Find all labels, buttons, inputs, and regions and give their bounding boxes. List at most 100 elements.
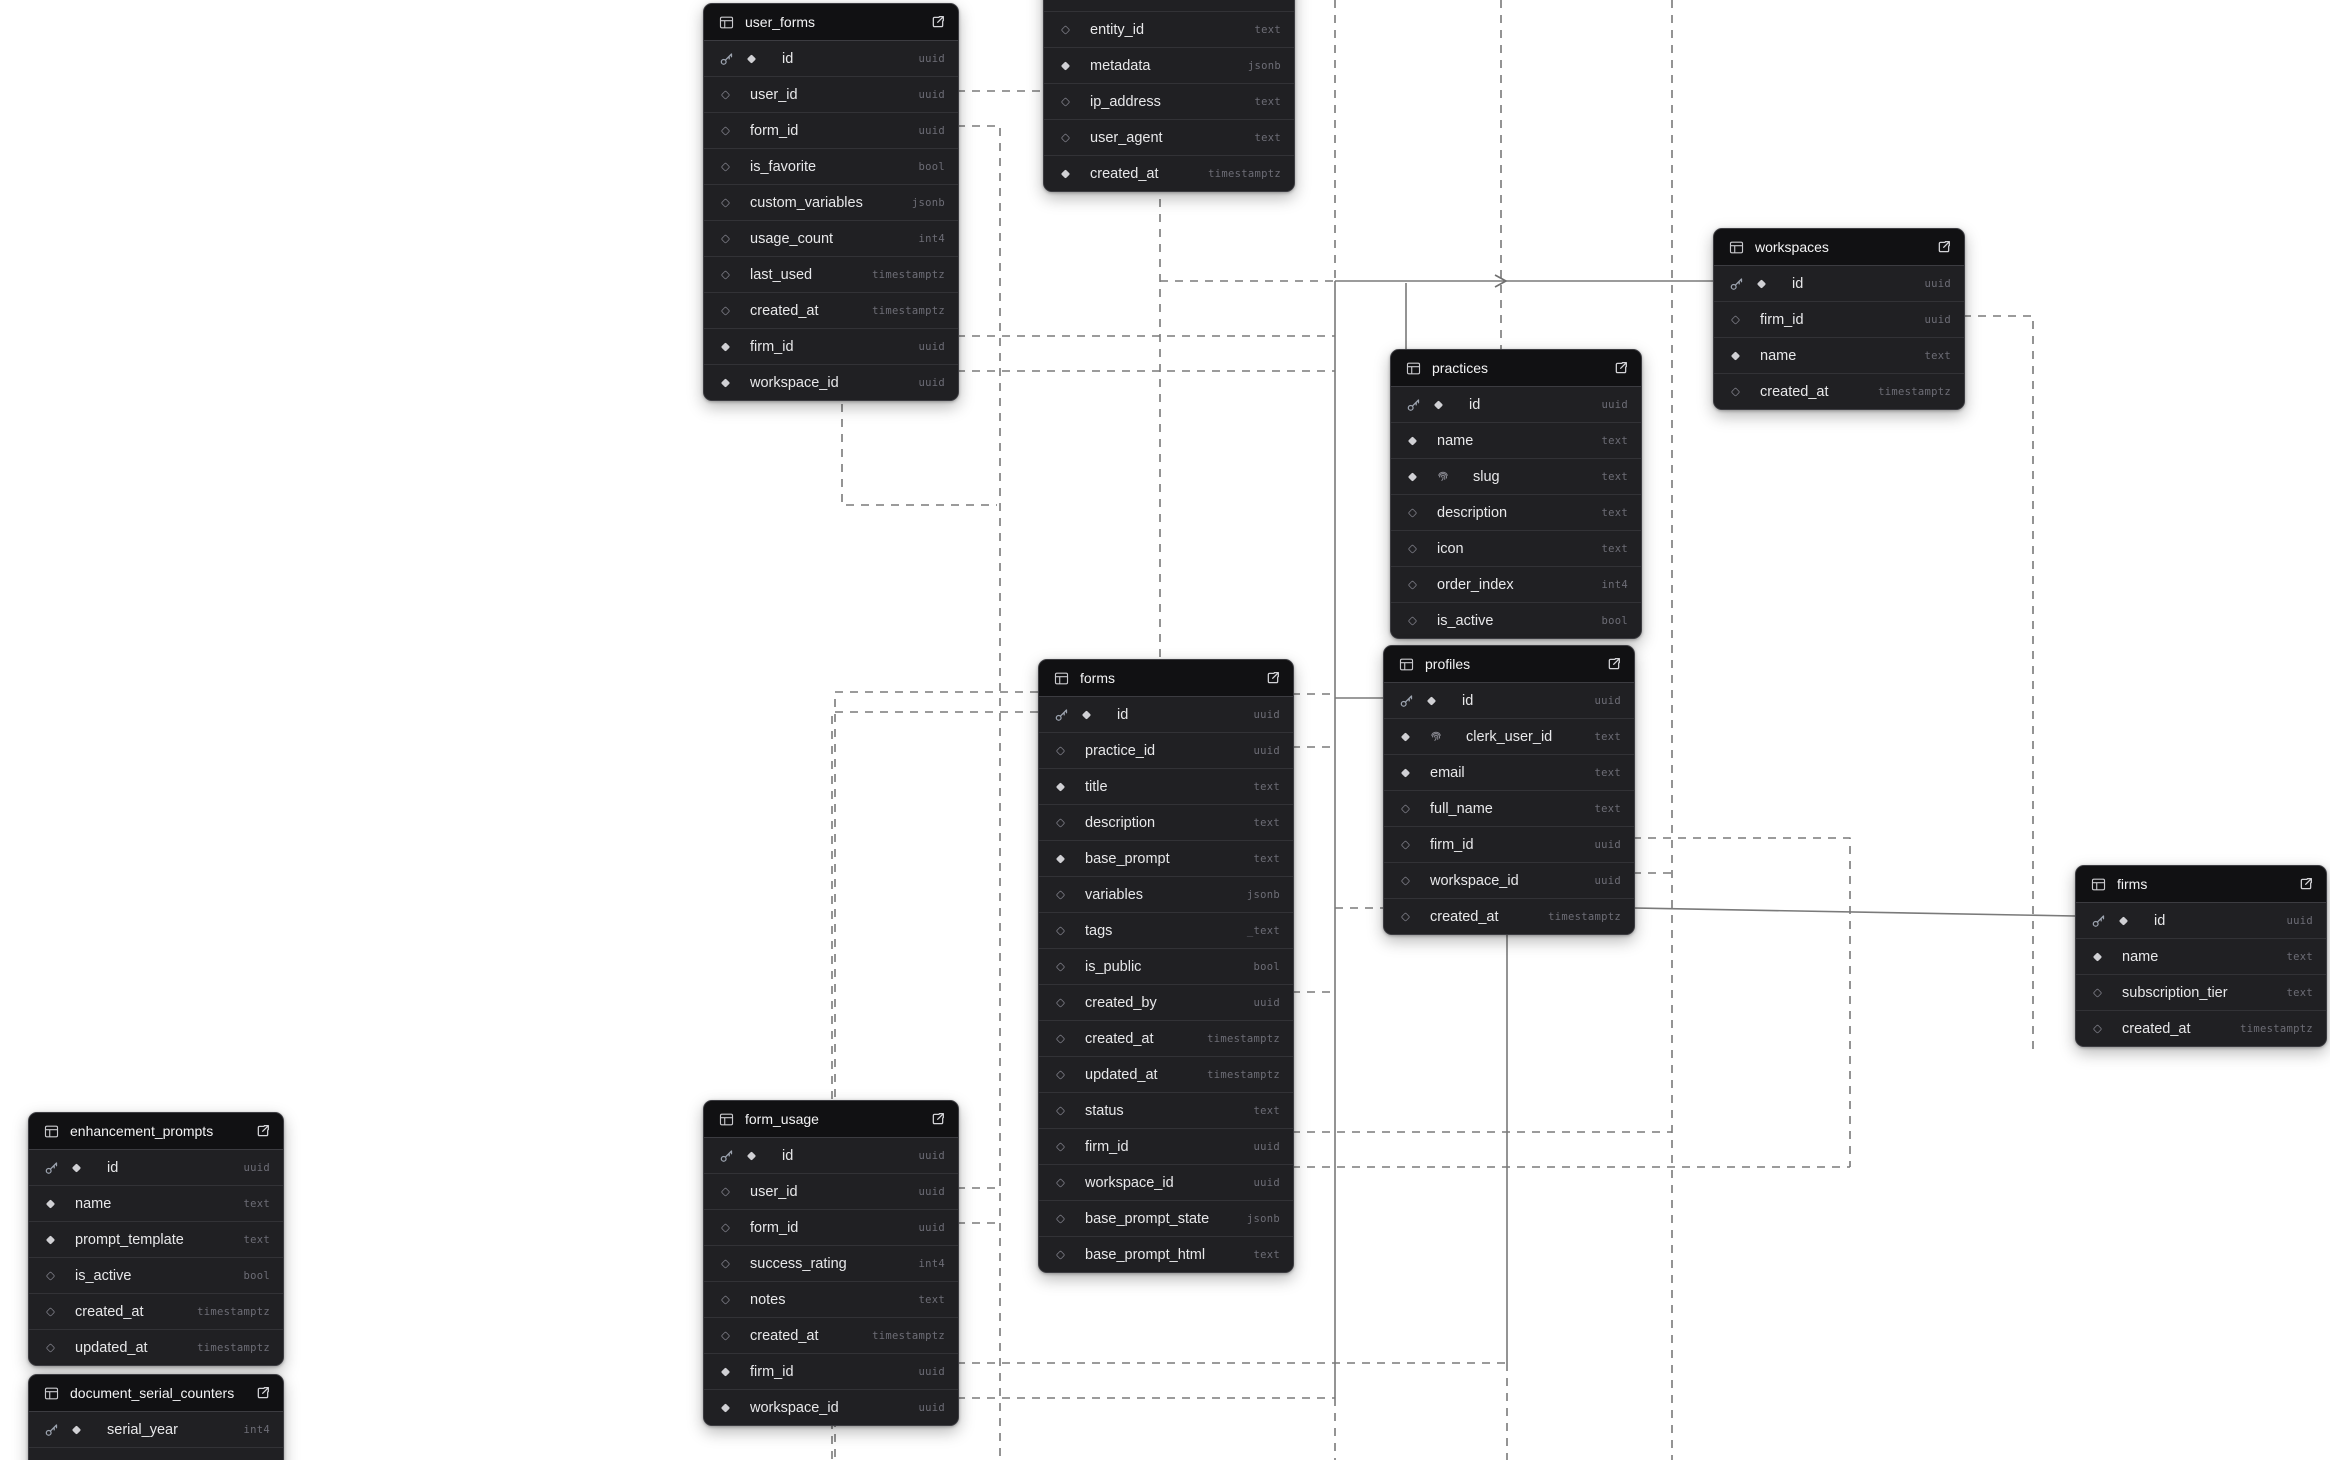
table-header[interactable]: form_usage [704, 1101, 958, 1138]
field-type: text [1594, 802, 1621, 815]
external-link-icon[interactable] [255, 1123, 271, 1139]
external-link-icon[interactable] [1265, 670, 1281, 686]
field-type: jsonb [1246, 888, 1280, 901]
field-type: jsonb [1247, 59, 1281, 72]
field-name: firm_id [1760, 311, 1804, 328]
primary-key-icon [1729, 276, 1744, 291]
field-type: uuid [1253, 744, 1280, 757]
field-name: updated_at [1085, 1066, 1158, 1083]
field-name: base_prompt_state [1085, 1210, 1210, 1227]
field-type: timestamptz [1548, 910, 1621, 923]
table-header[interactable]: document_serial_counters [29, 1375, 283, 1412]
field-name: firm_id [750, 1363, 794, 1380]
table-header[interactable]: practices [1391, 350, 1641, 387]
field-name: created_at [1085, 1030, 1154, 1047]
external-link-icon[interactable] [1936, 239, 1952, 255]
field-type: uuid [243, 1161, 270, 1174]
field-type: jsonb [1246, 1212, 1280, 1225]
field-type: int4 [918, 232, 945, 245]
table-header[interactable]: firms [2076, 866, 2326, 903]
nullable-icon [1054, 924, 1067, 937]
dashed-relationship-line [957, 125, 1001, 1460]
field-type: text [1253, 852, 1280, 865]
external-link-icon[interactable] [2298, 876, 2314, 892]
table-header[interactable]: enhancement_prompts [29, 1113, 283, 1150]
field-name: id [1117, 706, 1129, 723]
external-link-icon[interactable] [930, 14, 946, 30]
nullable-icon [1399, 874, 1412, 887]
table-header[interactable]: user_forms [704, 4, 958, 41]
field-type: int4 [243, 1423, 270, 1436]
field-row: tags_text [1039, 913, 1293, 949]
not-null-icon [1059, 59, 1072, 72]
table-card-document_serial_counters[interactable]: document_serial_counters serial_year int4 [28, 1374, 284, 1460]
external-link-icon[interactable] [1606, 656, 1622, 672]
field-type: text [1254, 131, 1281, 144]
field-type: uuid [1594, 874, 1621, 887]
not-null-icon [1054, 852, 1067, 865]
nullable-icon [1406, 578, 1419, 591]
table-header[interactable]: profiles [1384, 646, 1634, 683]
table-icon [43, 1123, 60, 1140]
field-name: description [1437, 504, 1508, 521]
table-icon [1405, 360, 1422, 377]
not-null-icon [2117, 914, 2130, 927]
nullable-icon [1054, 1212, 1067, 1225]
table-header[interactable]: workspaces [1714, 229, 1964, 266]
field-name: practice_id [1085, 742, 1156, 759]
not-null-icon [1059, 167, 1072, 180]
external-link-icon[interactable] [1613, 360, 1629, 376]
unique-icon [1436, 470, 1450, 484]
primary-key-icon [719, 51, 734, 66]
field-name: notes [750, 1291, 786, 1308]
field-name: subscription_tier [2122, 984, 2228, 1001]
external-link-icon[interactable] [255, 1385, 271, 1401]
nullable-icon [44, 1305, 57, 1318]
dashed-relationship-line [841, 389, 997, 506]
nullable-icon [1729, 313, 1742, 326]
field-type: timestamptz [197, 1341, 270, 1354]
nullable-icon [1054, 1068, 1067, 1081]
table-icon [718, 14, 735, 31]
external-link-icon[interactable] [930, 1111, 946, 1127]
field-type: uuid [918, 1149, 945, 1162]
field-type: uuid [918, 1401, 945, 1414]
nullable-icon [1054, 888, 1067, 901]
field-name: serial_year [107, 1421, 178, 1438]
table-header[interactable]: forms [1039, 660, 1293, 697]
field-type: timestamptz [872, 1329, 945, 1342]
field-type: text [1924, 349, 1951, 362]
dashed-relationship-line [834, 691, 1038, 1460]
not-null-icon [745, 52, 758, 65]
table-name: user_forms [745, 14, 816, 30]
field-type: uuid [918, 124, 945, 137]
